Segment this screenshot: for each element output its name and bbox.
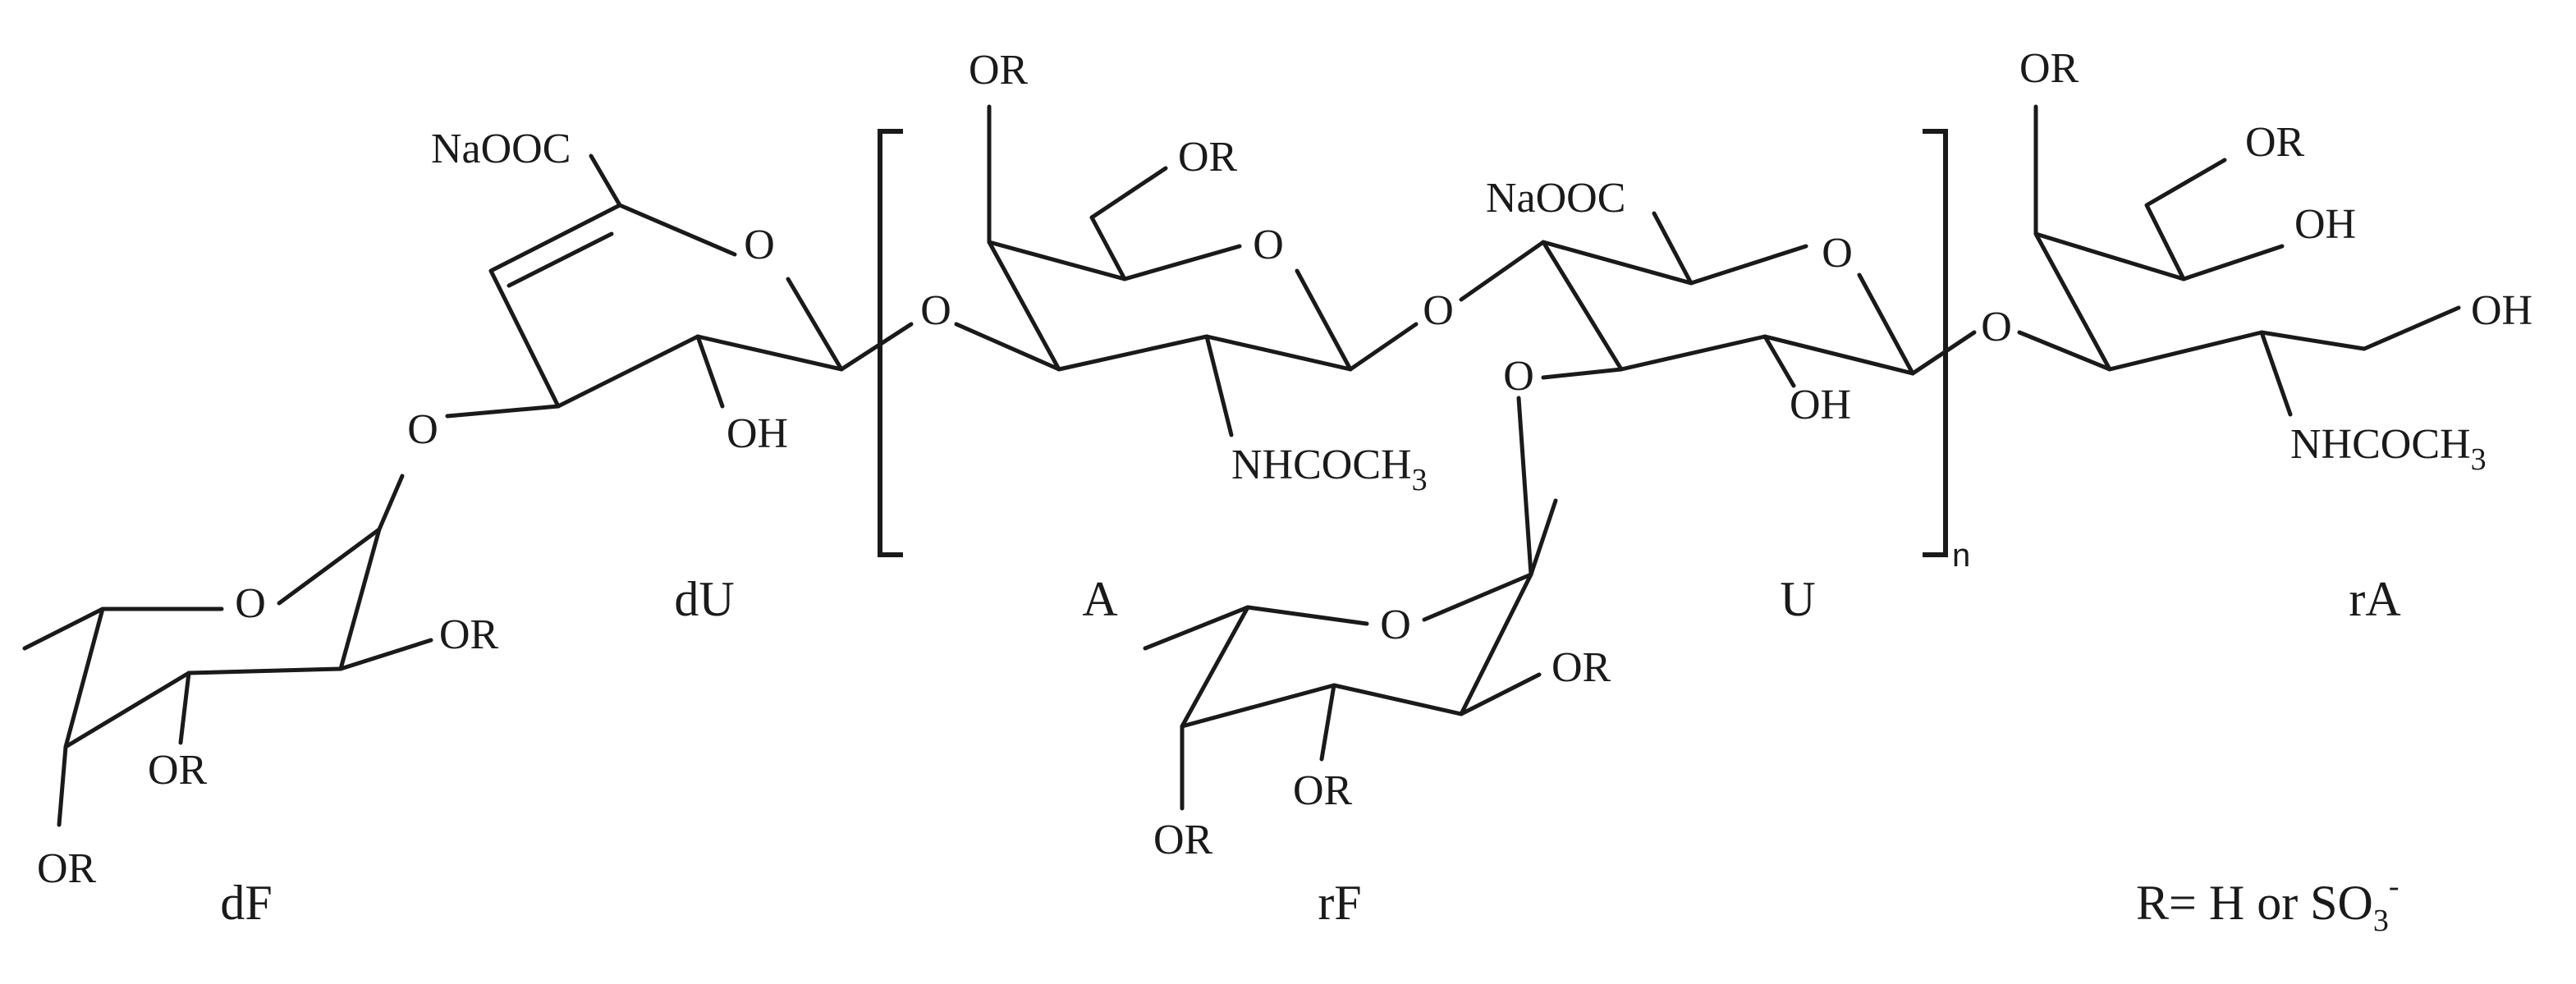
U-oh-label: OH <box>1790 382 1851 428</box>
repeat-bracket-left <box>878 129 903 557</box>
A-ring-oxygen: O <box>1253 222 1284 268</box>
rA-oh-label-c1: OH <box>2471 287 2532 334</box>
dF-or-label-c2: OR <box>439 611 499 658</box>
dF-or-label-c3: OR <box>148 747 208 794</box>
U-rA-linkage-oxygen: O <box>1981 304 2012 350</box>
dU-ring-oxygen: O <box>744 222 775 268</box>
rF-or-label-c2: OR <box>1552 644 1611 691</box>
unit-label-A: A <box>1082 572 1117 626</box>
U-ring-oxygen: O <box>1822 230 1853 277</box>
dU-naooc-label: NaOOC <box>431 126 571 172</box>
dU-oh-label: OH <box>727 410 788 457</box>
U-naooc-label: NaOOC <box>1486 175 1625 222</box>
unit-label-dF: dF <box>220 876 272 930</box>
dF-ring-oxygen: O <box>235 580 266 627</box>
rF-or-label-c4: OR <box>1153 817 1213 863</box>
U-rF-linkage <box>1516 396 1533 577</box>
A-ring <box>954 104 1353 437</box>
unit-label-rF: rF <box>1318 876 1361 930</box>
U-rF-linkage-oxygen: O <box>1503 353 1534 400</box>
A-nhcoch3-label: NHCOCH3 <box>1231 442 1428 497</box>
rA-oh-label-c5: OH <box>2294 201 2356 248</box>
r-group-legend: R= H or SO3- <box>2136 869 2400 938</box>
dF-dU-linkage-oxygen: O <box>407 406 438 453</box>
rA-or-label-c6: OR <box>2245 119 2305 166</box>
dU-A-linkage <box>839 322 914 372</box>
dF-ring <box>22 474 433 827</box>
dF-or-label-c4: OR <box>37 845 97 892</box>
A-U-linkage-oxygen: O <box>1423 287 1454 334</box>
dU-A-linkage-oxygen: O <box>920 287 951 334</box>
unit-label-dU: dU <box>674 572 734 626</box>
U-ring <box>1459 211 1915 388</box>
repeat-bracket-right <box>1923 129 1948 557</box>
A-or-label-c6: OR <box>1178 134 1238 181</box>
A-U-linkage <box>1348 322 1419 372</box>
repeat-index-n: n <box>1952 538 1970 574</box>
A-or-label-c4: OR <box>969 47 1029 94</box>
rF-ring-oxygen: O <box>1380 602 1411 648</box>
rF-or-label-c3: OR <box>1293 767 1353 814</box>
unit-label-U: U <box>1780 572 1815 626</box>
rA-nhcoch3-label: NHCOCH3 <box>2290 421 2487 477</box>
rA-chain <box>2017 104 2461 417</box>
rF-ring <box>1143 498 1558 811</box>
unit-label-rA: rA <box>2349 572 2400 626</box>
rA-or-label-c4: OR <box>2019 45 2079 92</box>
dF-dU-linkage <box>445 404 561 419</box>
dU-ring <box>488 153 844 409</box>
